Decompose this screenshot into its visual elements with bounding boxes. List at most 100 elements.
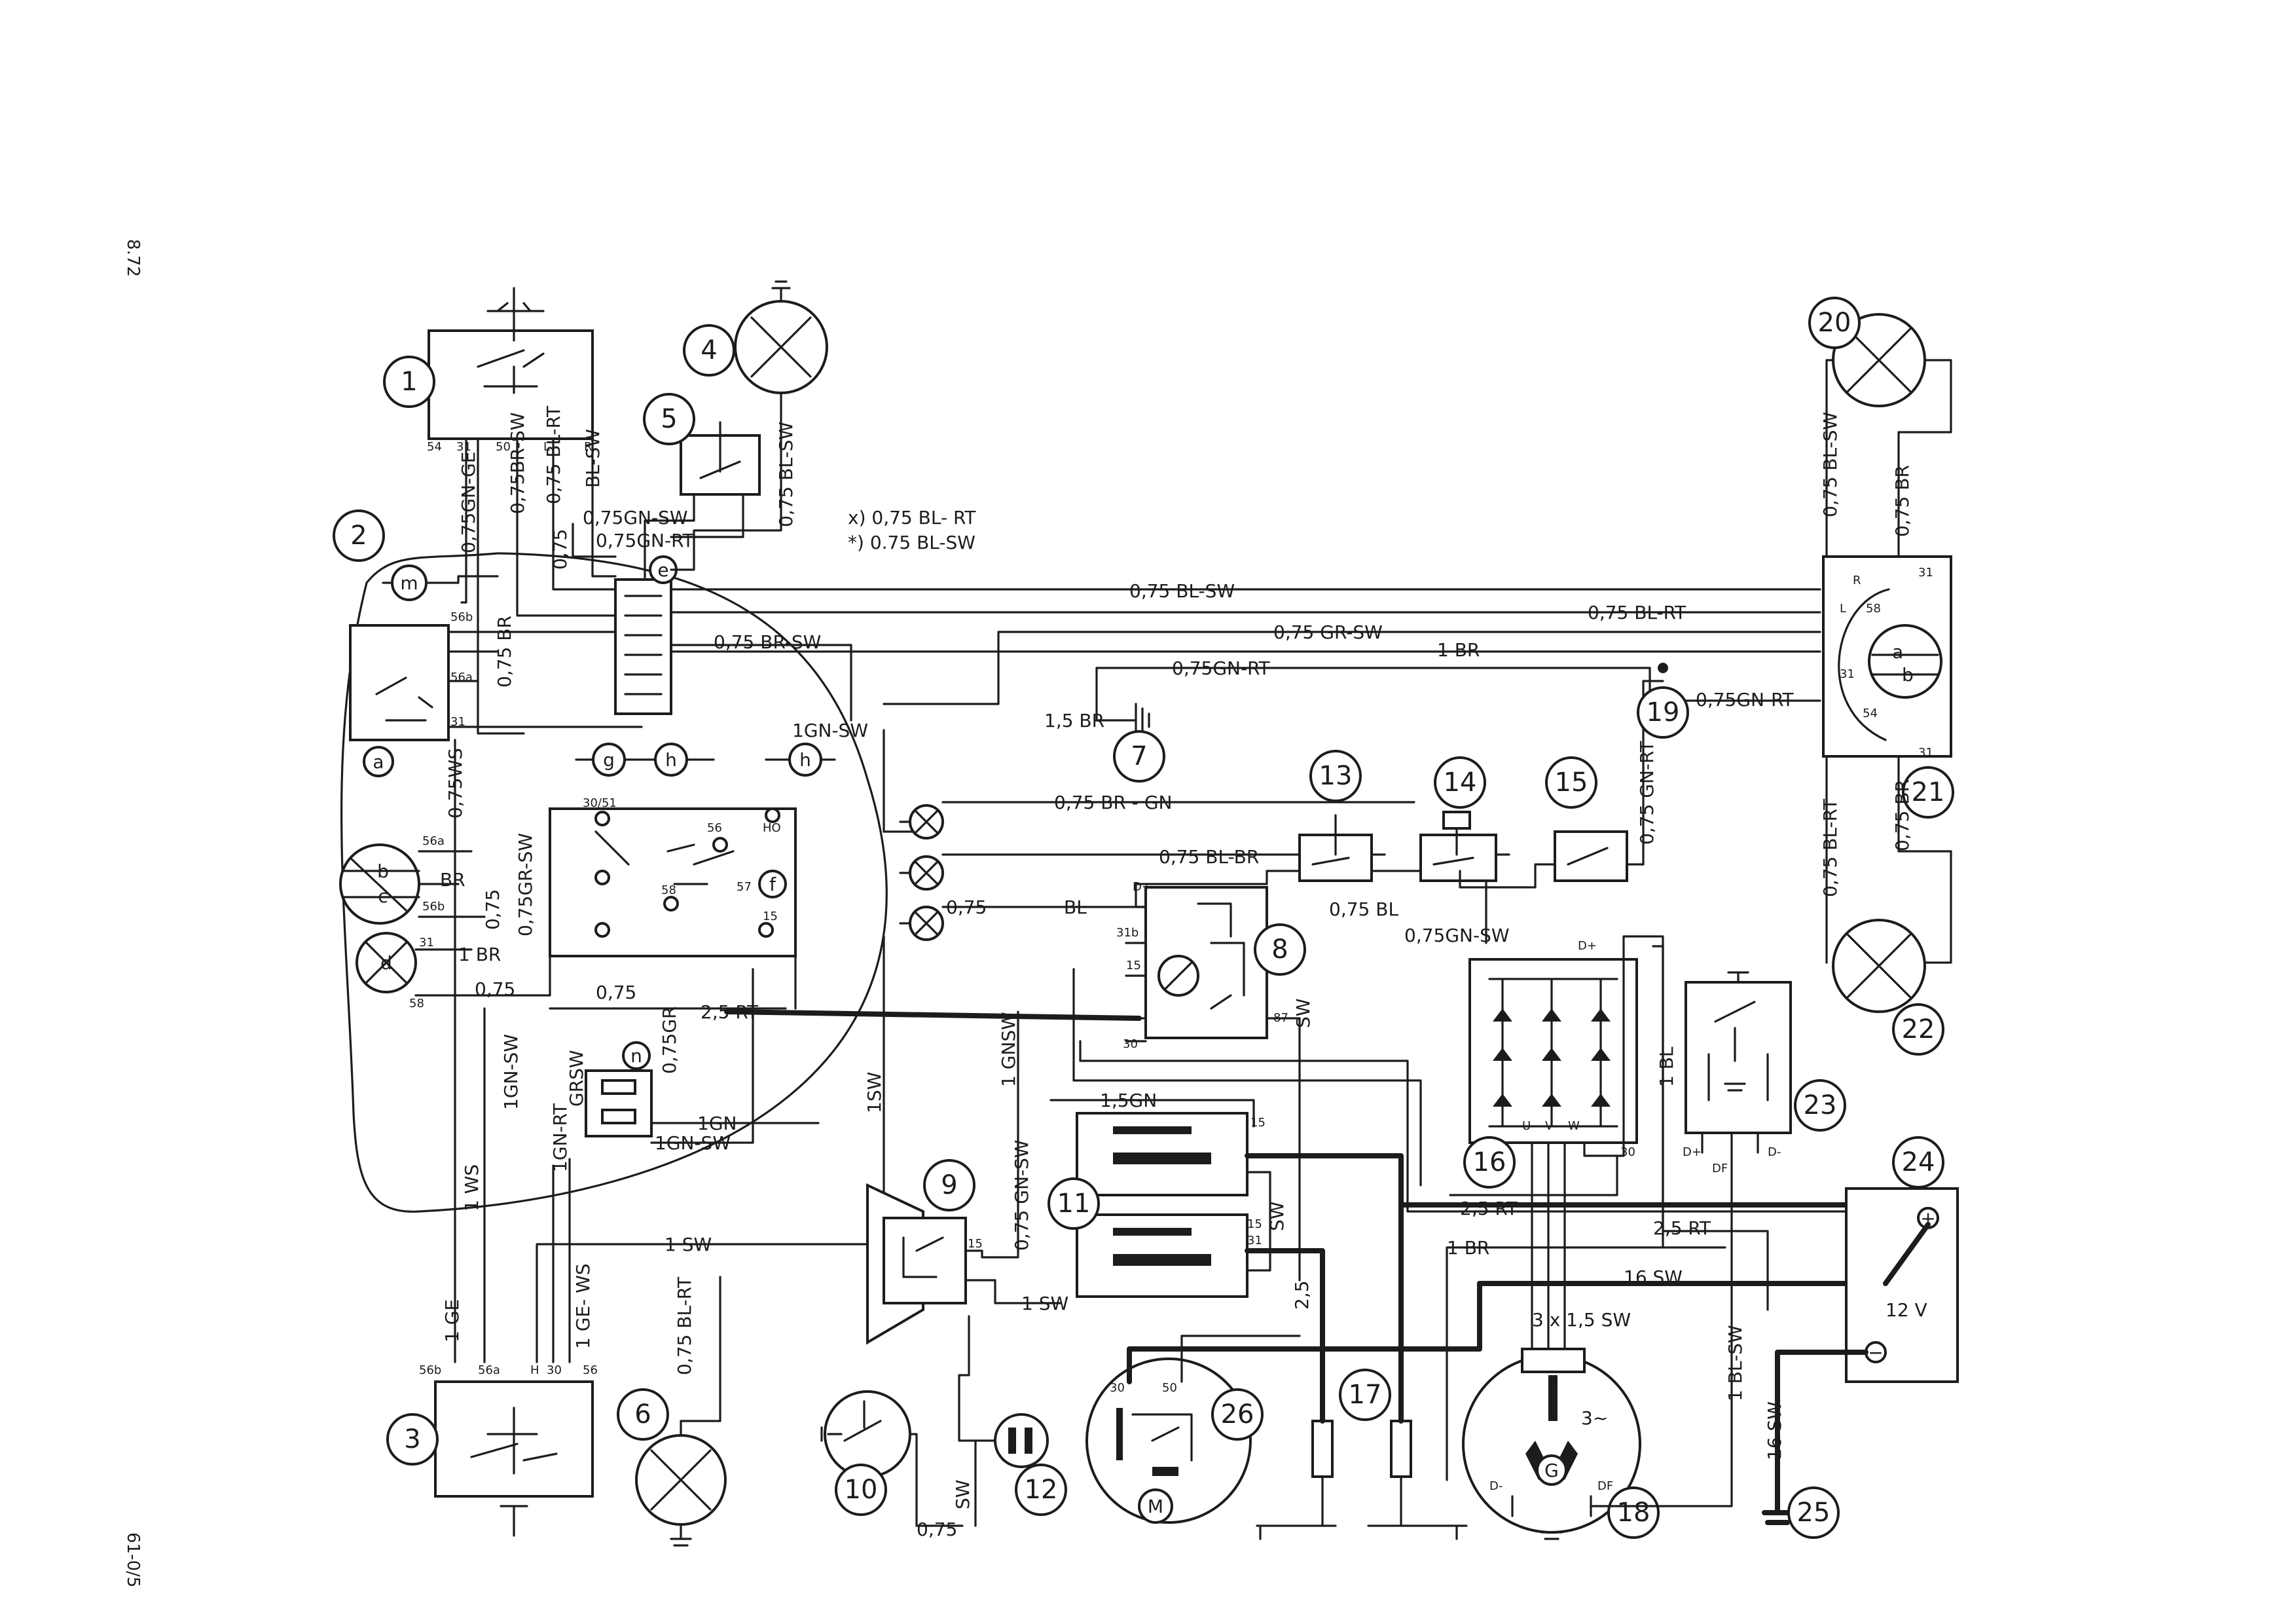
battery-minus: − — [1868, 1342, 1883, 1363]
headlamp-bc — [339, 843, 420, 925]
pin-L-tail: L — [1840, 602, 1846, 616]
regulator-8-internals — [1164, 902, 1245, 1010]
wire-label-075-12: 0,75 — [917, 1519, 957, 1540]
terminal-f-5 — [765, 807, 780, 823]
label-circle-13 — [1309, 750, 1362, 802]
label-circle-2 — [333, 509, 385, 562]
pin-V-16: V — [1545, 1119, 1554, 1133]
component-12-plate-2 — [1025, 1428, 1032, 1454]
wire-label-1sw-v: 1SW — [864, 1072, 885, 1113]
wires-to-3 — [454, 739, 885, 1363]
wire-label-bl-rt-21: 0,75 BL-RT — [1819, 798, 1841, 897]
wire-label-gn-sw-9: 0,75 GN-SW — [1011, 1140, 1032, 1251]
junction-19 — [1658, 663, 1668, 673]
wire-label-br-sw-main: 0,75 BR-SW — [714, 631, 821, 653]
wire-label-25: 2,5 — [1291, 1280, 1313, 1310]
horn-9-body — [883, 1217, 967, 1304]
pin-30-26: 30 — [1110, 1381, 1125, 1395]
wire-lamp-4 — [670, 280, 791, 571]
wire-label-25rt-b: 2,5 RT — [1653, 1217, 1711, 1239]
alternator-18-rotor — [1536, 1454, 1567, 1486]
wire-lamp-6 — [670, 1276, 721, 1547]
wire-label-bl-rt: 0,75 BL-RT — [543, 405, 564, 504]
label-h-2: h — [799, 749, 811, 771]
switch-15-wiring — [1459, 680, 1664, 889]
tail-light-housing — [1822, 555, 1952, 758]
label-tail-a: a — [1892, 641, 1903, 663]
wire-label-gr-sw-v: 0,75GR-SW — [515, 833, 536, 936]
wire-label-br-sw: 0,75BR-SW — [507, 413, 528, 514]
tail-lamp-ab — [1868, 624, 1942, 699]
wire-label-1gn-sw: 1GN-SW — [792, 720, 868, 741]
label-circle-14 — [1434, 756, 1486, 809]
pin-15-8: 15 — [1126, 959, 1141, 972]
wires-relay-a — [447, 631, 643, 728]
wire-label-16sw: 16 SW — [1624, 1266, 1683, 1288]
label-e: e — [657, 559, 668, 581]
label-3: 3 — [404, 1424, 420, 1454]
rectifier-16-outputs — [1531, 935, 1769, 1350]
wire-label-075-b1: 0,75 — [475, 978, 515, 1000]
rectifier-11-lower — [1076, 1213, 1248, 1298]
label-14: 14 — [1444, 767, 1477, 798]
pin-31-tail-bottom: 31 — [1918, 746, 1933, 760]
pin-50-26: 50 — [1162, 1381, 1177, 1395]
label-circle-20 — [1808, 297, 1861, 349]
pin-31-tail-lower: 31 — [1840, 667, 1855, 681]
pin-56b-a: 56b — [450, 610, 473, 624]
starter-26-coil — [1152, 1467, 1178, 1476]
battery-24-cables — [1775, 1222, 1931, 1515]
relay-box-a — [349, 624, 450, 741]
wire-label-25rt-a: 2,5 RT — [1460, 1198, 1518, 1219]
wire-label-gn-rt: 0,75GN-RT — [596, 530, 695, 551]
legend-line-1: x) 0,75 BL- RT — [848, 507, 976, 528]
label-b: b — [377, 860, 389, 882]
pin-U-16: U — [1522, 1119, 1531, 1133]
starter-26-motor — [1138, 1488, 1173, 1524]
pin-31b-8: 31b — [1116, 926, 1139, 940]
pin-DF-18: DF — [1597, 1479, 1613, 1493]
margin-date: 8.72 — [123, 239, 143, 277]
fuse-left — [1311, 1420, 1334, 1478]
wire-label-15br: 1,5 BR — [1044, 710, 1104, 731]
wire-label-br-20: 0,75 BR — [1891, 465, 1913, 537]
lamp-22-cross — [1846, 933, 1912, 999]
wire-label-gn-sw-16: 0,75GN-SW — [1404, 925, 1510, 946]
label-M: M — [1148, 1496, 1163, 1517]
wire-label-bl-rt-main: 0,75 BL-RT — [1588, 602, 1686, 623]
label-circle-f — [758, 870, 787, 898]
connector-e-rows — [624, 595, 663, 695]
pin-3phase: 3~ — [1581, 1407, 1608, 1429]
wire-label-br-gn: 0,75 BR - GN — [1054, 792, 1172, 813]
label-circle-12 — [1015, 1464, 1067, 1516]
switch-3-contacts — [470, 1407, 558, 1537]
switch-14 — [1419, 834, 1497, 882]
wire-label-1sw-h: 1 SW — [665, 1234, 712, 1255]
wire-label-075-b2: 0,75 — [596, 982, 636, 1003]
rectifier-11-bar-1 — [1113, 1126, 1192, 1134]
component-12 — [994, 1413, 1049, 1468]
label-m: m — [400, 572, 418, 594]
wire-25rt-to-8 — [724, 1009, 1142, 1021]
label-G: G — [1544, 1460, 1559, 1481]
label-circle-23 — [1794, 1079, 1846, 1132]
wires-headlamp — [414, 807, 551, 997]
terminal-f-6 — [663, 896, 679, 912]
label-circle-6 — [617, 1388, 669, 1441]
label-circle-22 — [1892, 1003, 1944, 1056]
regulator-23-internals — [1707, 1001, 1769, 1101]
wire-bl-rt-vertical — [552, 437, 617, 591]
label-circle-24 — [1892, 1136, 1944, 1189]
pin-31-a: 31 — [450, 715, 465, 729]
wires-heavy-11 — [1245, 1153, 1404, 1352]
wire-label-1br-side: 1 BR — [458, 944, 501, 965]
wire-label-sw-8: SW — [1292, 999, 1314, 1028]
label-circle-8 — [1254, 923, 1306, 976]
label-circle-10 — [835, 1464, 887, 1516]
pin-31-lamp: 31 — [419, 936, 434, 950]
label-11: 11 — [1057, 1189, 1091, 1219]
label-circle-19 — [1637, 686, 1689, 739]
pin-H-3: H — [530, 1363, 539, 1377]
wire-label-16sw-v: 16 SW — [1764, 1401, 1785, 1460]
wire-label-1ws: 1 WS — [461, 1164, 483, 1211]
